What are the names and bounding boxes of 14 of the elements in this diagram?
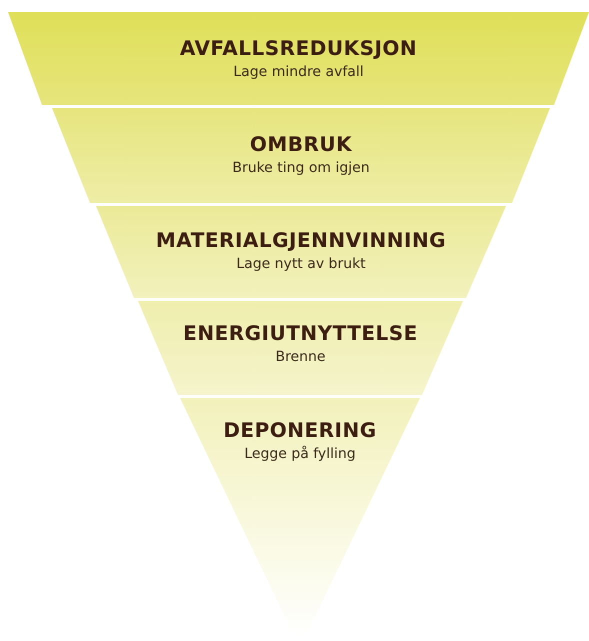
tier-description: Brenne bbox=[275, 348, 326, 367]
tier-description: Lage nytt av brukt bbox=[236, 255, 366, 274]
tier-title: ENERGIUTNYTTELSE bbox=[183, 321, 418, 345]
tier-title: MATERIALGJENNVINNING bbox=[156, 228, 446, 252]
pyramid-tier bbox=[8, 12, 589, 105]
tier-description: Lage mindre avfall bbox=[233, 63, 364, 82]
tier-description: Legge på fylling bbox=[244, 444, 356, 464]
tier-title: OMBRUK bbox=[250, 132, 352, 156]
pyramid-tier bbox=[96, 206, 506, 298]
tier-title: AVFALLSREDUKSJON bbox=[180, 36, 418, 60]
tier-title: DEPONERING bbox=[223, 418, 377, 442]
pyramid-tier bbox=[52, 108, 550, 203]
pyramid-tier bbox=[138, 301, 463, 395]
tier-description: Bruke ting om igjen bbox=[232, 159, 370, 178]
